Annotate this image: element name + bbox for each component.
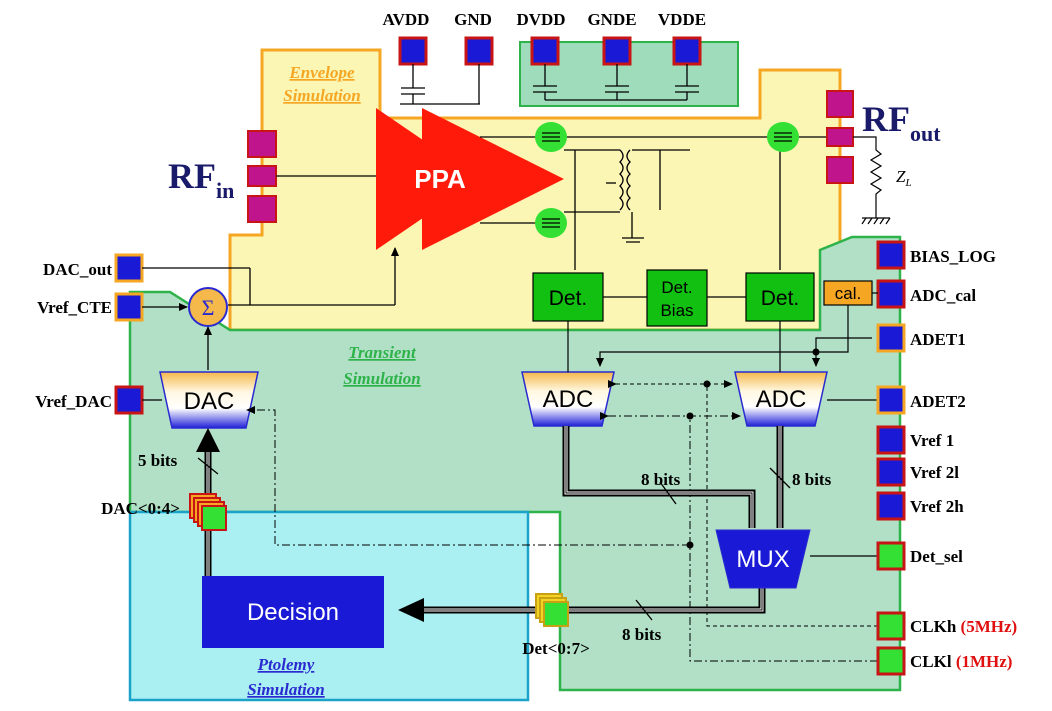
right-pins: BIAS_LOG ADC_cal ADET1 ADET2 Vref 1 Vref… xyxy=(876,240,1017,676)
det-bias xyxy=(646,269,708,327)
pin-adet1[interactable] xyxy=(876,323,906,353)
det-port-stack[interactable] xyxy=(535,593,569,627)
rf-out-pin-bot[interactable] xyxy=(826,156,854,184)
rf-out-pin-mid[interactable] xyxy=(826,127,854,147)
pin-gnd[interactable] xyxy=(464,36,494,66)
transient-label-1: Transient xyxy=(348,343,417,362)
top-pins: AVDD GND DVDD GNDE VDDE xyxy=(383,10,706,66)
bus-label-mux: 8 bits xyxy=(622,625,662,644)
load-label: ZL xyxy=(896,167,912,189)
pin-label-avdd: AVDD xyxy=(383,10,430,29)
pin-label-adet2: ADET2 xyxy=(910,392,966,411)
pin-label-det-sel: Det_sel xyxy=(910,547,963,566)
rf-out-pin-top[interactable] xyxy=(826,90,854,118)
mux-block: MUX xyxy=(715,529,878,589)
left-pins: DAC_out Vref_CTE Vref_DAC xyxy=(35,253,144,415)
bus-label-dac: 5 bits xyxy=(138,451,178,470)
pin-det-sel[interactable] xyxy=(876,541,906,571)
svg-text:Det.: Det. xyxy=(661,278,692,297)
pin-label-adet1: ADET1 xyxy=(910,330,966,349)
rf-in-pin-mid[interactable] xyxy=(247,165,277,187)
dac-block: DAC xyxy=(142,371,259,429)
adc-wiring xyxy=(567,305,878,401)
bus-label-adc-right: 8 bits xyxy=(792,470,832,489)
decoupling-capacitors xyxy=(400,64,699,105)
transformer xyxy=(619,149,631,211)
pin-label-dvdd: DVDD xyxy=(516,10,565,29)
ppa-amplifier: PPA xyxy=(376,108,564,250)
svg-text:cal.: cal. xyxy=(835,284,861,303)
svg-text:Det.: Det. xyxy=(549,287,588,310)
bus-label-adc-left: 8 bits xyxy=(641,470,681,489)
pin-clkl[interactable] xyxy=(876,646,906,676)
dac-label: DAC xyxy=(184,388,235,415)
adc-blocks: ADC ADC xyxy=(521,371,828,427)
pin-label-clkl: CLKl (1MHz) xyxy=(910,652,1012,671)
digital-supply-box xyxy=(519,41,739,107)
pin-vdde[interactable] xyxy=(672,36,702,66)
pin-dac-out[interactable] xyxy=(114,253,144,283)
pin-label-bias-log: BIAS_LOG xyxy=(910,247,996,266)
rf-out-label: RFout xyxy=(862,99,941,146)
det-left xyxy=(532,272,604,322)
rf-in-label: RFin xyxy=(168,156,234,203)
pin-bias-log[interactable] xyxy=(876,240,906,270)
svg-text:Bias: Bias xyxy=(660,301,693,320)
pin-clkh[interactable] xyxy=(876,611,906,641)
pin-dvdd[interactable] xyxy=(530,36,560,66)
pin-label-vref2l: Vref 2l xyxy=(910,463,959,482)
dac-port-label: DAC<0:4> xyxy=(101,499,180,518)
pin-adet2[interactable] xyxy=(876,385,906,415)
pin-vref2l[interactable] xyxy=(876,457,906,487)
rf-out-pins xyxy=(826,90,854,184)
pin-label-vref1: Vref 1 xyxy=(910,431,954,450)
summing-node: Σ xyxy=(142,247,399,370)
mux-label: MUX xyxy=(736,546,789,573)
pin-avdd[interactable] xyxy=(398,36,428,66)
bus-ticks xyxy=(197,457,791,621)
pin-gnde[interactable] xyxy=(602,36,632,66)
pin-vref1[interactable] xyxy=(876,425,906,455)
dac-port-stack[interactable] xyxy=(189,493,227,531)
pin-adc-cal[interactable] xyxy=(876,279,906,309)
decision-block: Decision xyxy=(202,576,384,648)
pin-label-vref-dac: Vref_DAC xyxy=(35,392,112,411)
pin-vref2h[interactable] xyxy=(876,491,906,521)
envelope-label-1: Envelope xyxy=(288,63,355,82)
pin-label-gnde: GNDE xyxy=(587,10,636,29)
envelope-label-2: Simulation xyxy=(283,86,360,105)
pin-label-vref-cte: Vref_CTE xyxy=(37,298,112,317)
sum-symbol: Σ xyxy=(202,295,215,320)
bus-arrow-dac xyxy=(196,428,220,452)
pin-label-vref2h: Vref 2h xyxy=(910,497,964,516)
pin-label-vdde: VDDE xyxy=(658,10,706,29)
svg-text:Det.: Det. xyxy=(761,287,800,310)
clock-lines xyxy=(246,380,878,662)
rf-in-pins xyxy=(247,130,277,223)
pin-vref-dac[interactable] xyxy=(114,385,144,415)
pin-label-adc-cal: ADC_cal xyxy=(910,286,976,305)
couplers xyxy=(535,122,799,238)
ppa-label: PPA xyxy=(414,164,466,194)
adc-left-label: ADC xyxy=(543,386,594,413)
pin-label-gnd: GND xyxy=(454,10,492,29)
decision-label: Decision xyxy=(247,599,339,626)
transient-label-2: Simulation xyxy=(343,369,420,388)
ptolemy-label-2: Simulation xyxy=(247,680,324,699)
rf-in-pin-top[interactable] xyxy=(247,130,277,158)
load-resistor xyxy=(853,136,891,225)
pin-label-dac-out: DAC_out xyxy=(43,260,112,279)
bus-arrow-decision xyxy=(398,598,424,622)
pin-vref-cte[interactable] xyxy=(114,292,144,322)
rf-in-pin-bot[interactable] xyxy=(247,195,277,223)
det-port-label: Det<0:7> xyxy=(522,639,590,658)
ptolemy-label-1: Ptolemy xyxy=(257,655,315,674)
adc-right-label: ADC xyxy=(756,386,807,413)
pin-label-clkh: CLKh (5MHz) xyxy=(910,617,1017,636)
